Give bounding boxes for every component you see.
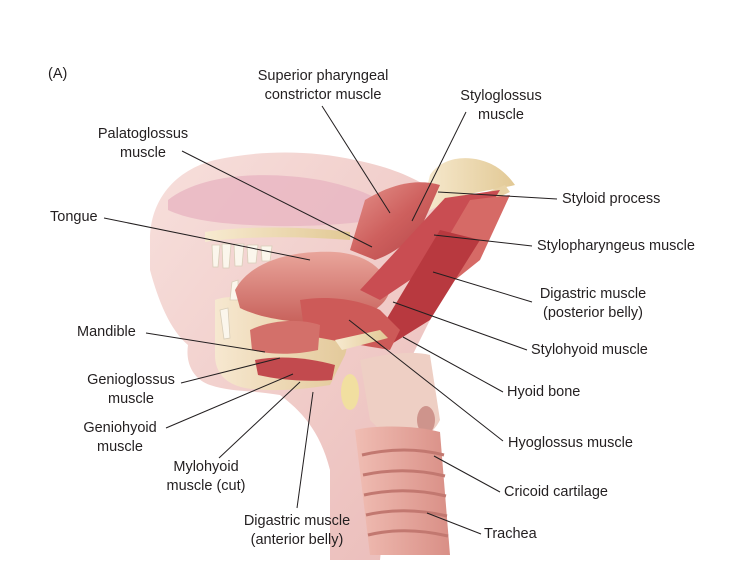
label-geniohyoid: Geniohyoid muscle	[83, 420, 157, 455]
label-styloid-process: Styloid process	[562, 191, 661, 207]
label-styloglossus: Styloglossus muscle	[460, 88, 542, 123]
label-hyoglossus: Hyoglossus muscle	[508, 435, 633, 451]
upper-teeth	[211, 243, 273, 269]
label-mylohyoid: Mylohyoid muscle (cut)	[166, 459, 246, 494]
label-genioglossus: Genioglossus muscle	[87, 372, 175, 407]
label-cricoid: Cricoid cartilage	[504, 484, 608, 500]
label-hyoid-bone: Hyoid bone	[507, 384, 581, 400]
label-digastric-anterior: Digastric muscle (anterior belly)	[243, 513, 351, 548]
palate-region	[168, 175, 400, 227]
genioglossus-muscle-shape	[250, 320, 320, 354]
label-palatoglossus: Palatoglossus muscle	[97, 126, 189, 161]
thyroid-notch	[417, 406, 435, 434]
label-trachea: Trachea	[484, 526, 537, 542]
label-mandible: Mandible	[77, 324, 136, 340]
label-digastric-posterior: Digastric muscle (posterior belly)	[539, 286, 647, 321]
digastric-posterior-shape	[380, 230, 480, 345]
label-stylopharyngeus: Stylopharyngeus muscle	[537, 238, 695, 254]
label-tongue: Tongue	[50, 209, 98, 225]
panel-label: (A)	[48, 66, 68, 82]
superior-pharyngeal-muscle	[350, 182, 440, 260]
hard-palate-bone	[205, 227, 350, 242]
geniohyoid-muscle-shape	[255, 357, 335, 381]
label-superior-pharyngeal: Superior pharyngeal constrictor muscle	[257, 68, 389, 103]
leader-lines	[103, 105, 558, 535]
trachea-rings	[361, 448, 449, 538]
epiglottis-shape	[341, 374, 359, 410]
hyoid-bone-shape	[335, 330, 388, 350]
label-stylohyoid: Stylohyoid muscle	[531, 342, 648, 358]
